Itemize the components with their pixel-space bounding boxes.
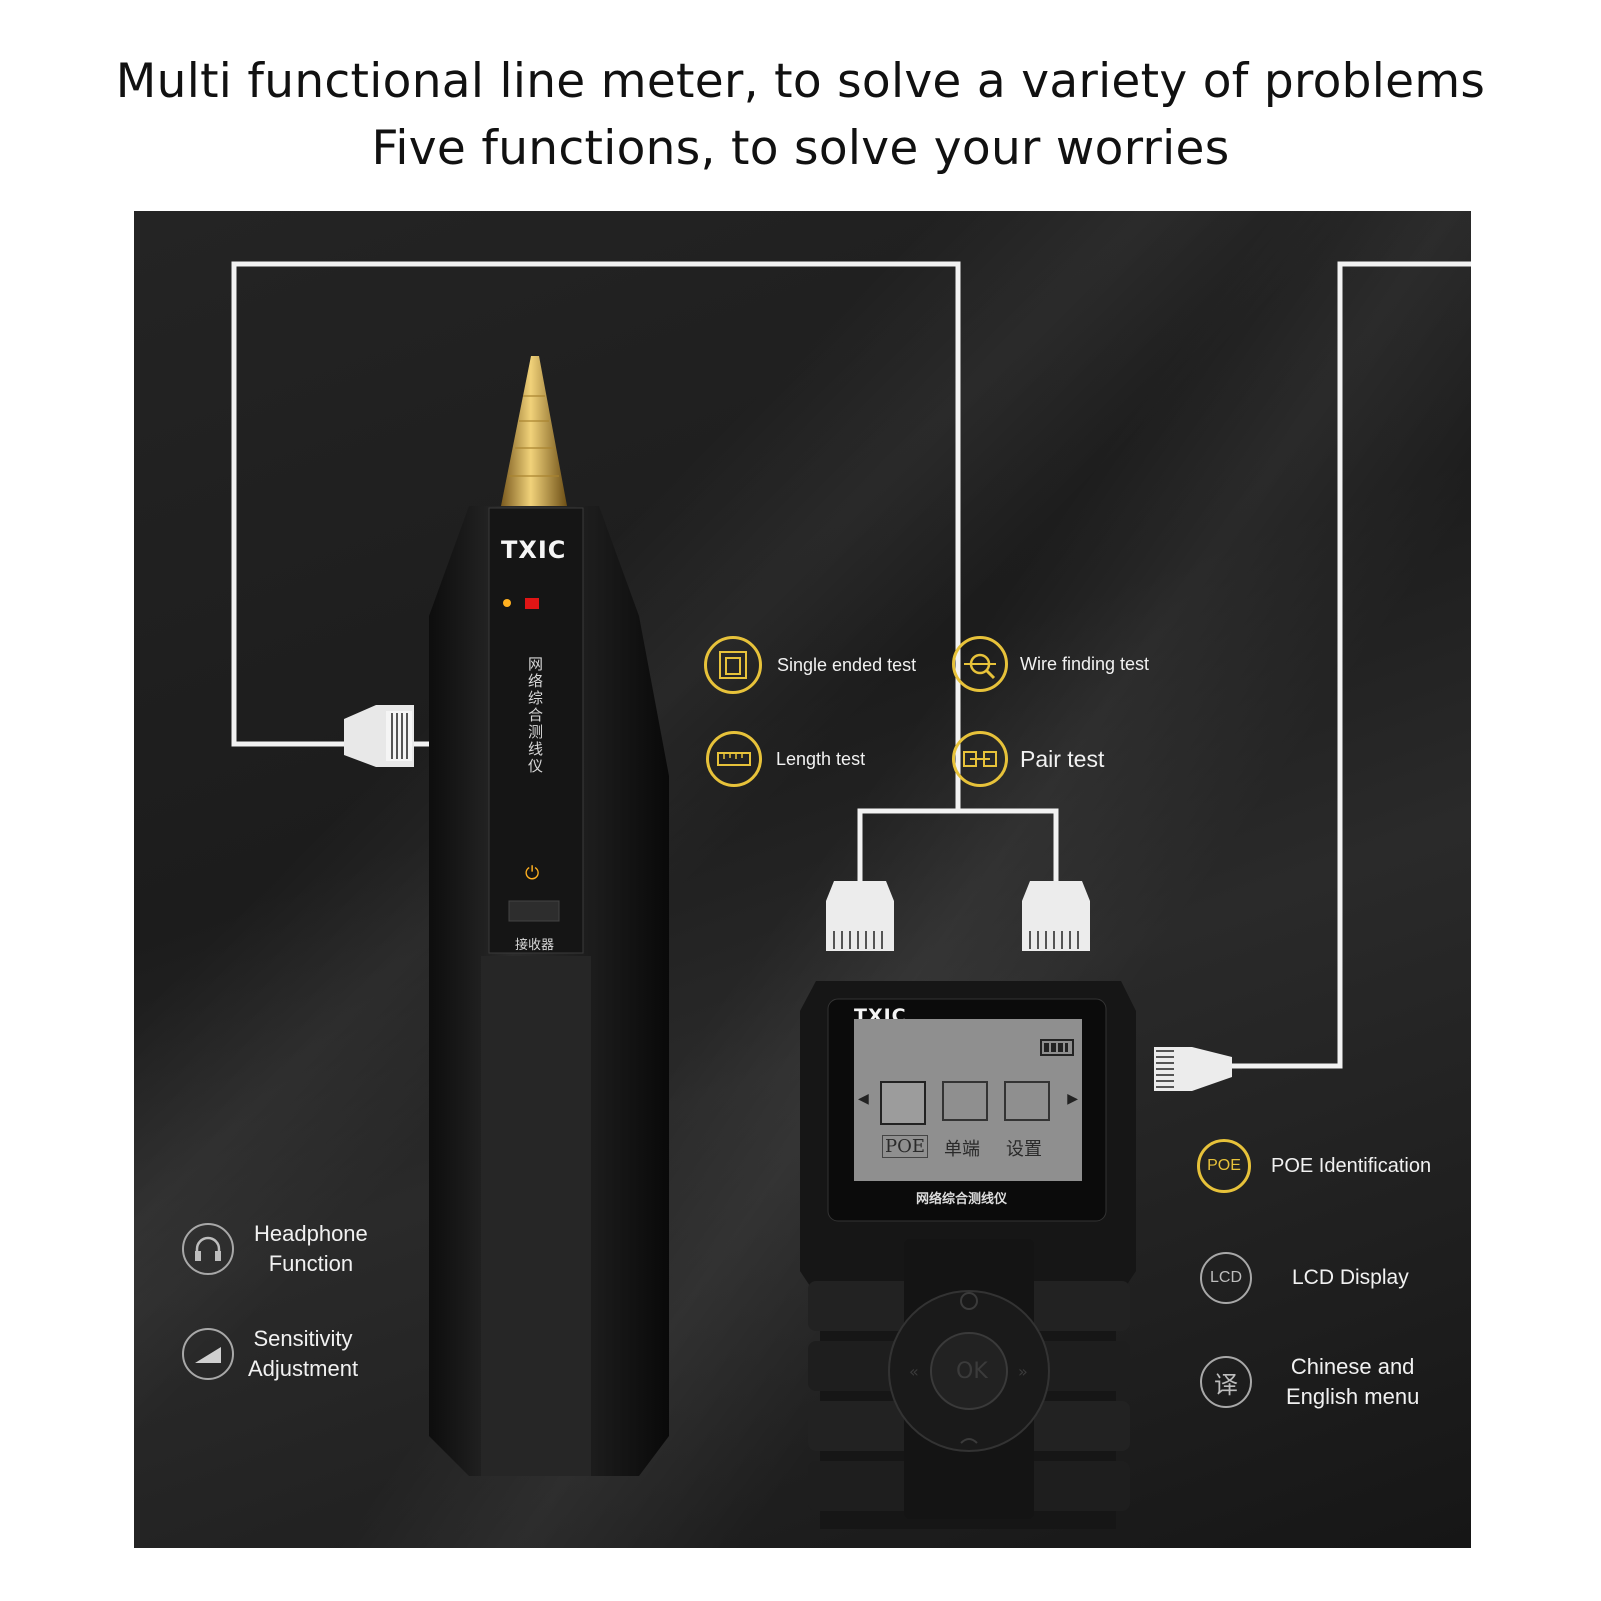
feature-label-line-1: Headphone — [254, 1221, 368, 1246]
sensitivity-icon — [182, 1328, 234, 1380]
probe-tip — [501, 356, 567, 506]
product-panel: TXIC 网络综合测线仪 ⏻ 接收器 « » TXIC ◀ ▶ — [134, 211, 1471, 1548]
feature-label-line-2: Adjustment — [248, 1356, 359, 1381]
settings-menu-icon[interactable] — [1004, 1081, 1050, 1121]
feature-label-line-1: Sensitivity — [253, 1326, 353, 1351]
right-cable — [1230, 261, 1471, 1069]
feature-lcd-display: LCD LCD Display — [1200, 1252, 1409, 1304]
feature-label-line-2: Function — [268, 1251, 354, 1276]
feature-label: Single ended test — [777, 654, 917, 675]
lcd-badge-icon: LCD — [1200, 1252, 1252, 1304]
poe-badge-icon: POE — [1197, 1139, 1251, 1193]
battery-icon — [1040, 1039, 1074, 1056]
feature-label: POE Identification — [1271, 1154, 1432, 1177]
headphone-icon — [182, 1223, 234, 1275]
single-end-menu-icon[interactable] — [942, 1081, 988, 1121]
ruler-icon — [706, 731, 762, 787]
feature-label: Pair test — [1020, 745, 1105, 772]
feature-label-line-1: Chinese and — [1290, 1354, 1415, 1379]
screen-item-single-end[interactable]: 单端 — [944, 1139, 980, 1160]
feature-label: Wire finding test — [1020, 653, 1150, 674]
svg-text:»: » — [1018, 1362, 1028, 1381]
screen-item-poe[interactable]: POE — [882, 1135, 929, 1158]
screen-item-settings[interactable]: 设置 — [1006, 1139, 1042, 1160]
screen-left-arrow-icon[interactable]: ◀ — [858, 1091, 869, 1107]
feature-chinese-english-menu: 译 Chinese and English menu — [1200, 1352, 1419, 1412]
magnifier-target-icon — [952, 636, 1008, 692]
rj45-plug-left-icon — [344, 705, 414, 767]
tester-model-text: 网络综合测线仪 — [916, 1192, 1008, 1207]
ok-button[interactable]: OK — [956, 1359, 988, 1384]
feature-label: Length test — [776, 748, 866, 769]
power-icon[interactable]: ⏻ — [525, 863, 540, 884]
rj45-plug-center-right-icon — [1022, 881, 1090, 951]
headline-line-2: Five functions, to solve your worries — [371, 121, 1230, 176]
feature-sensitivity: Sensitivity Adjustment — [182, 1324, 358, 1384]
tracer-probe: TXIC 网络综合测线仪 ⏻ 接收器 — [429, 356, 689, 1486]
left-cable — [231, 261, 961, 811]
feature-pair-test: Pair test — [952, 731, 1104, 787]
pair-link-icon — [952, 731, 1008, 787]
cable-tester-unit: « » TXIC ◀ ▶ POE 单端 设置 网络综合测线仪 OK — [796, 981, 1141, 1531]
feature-wire-finding-test: Wire finding test — [952, 636, 1149, 692]
rj45-plug-center-left-icon — [826, 881, 894, 951]
tracer-receiver-label: 接收器 — [515, 938, 555, 953]
rj45-port-icon — [704, 636, 762, 694]
tracer-brand-logo: TXIC — [501, 536, 567, 564]
feature-label: LCD Display — [1292, 1266, 1409, 1289]
svg-text:«: « — [909, 1362, 919, 1381]
rj45-plug-right-icon — [1154, 1047, 1232, 1091]
poe-menu-icon[interactable] — [880, 1081, 926, 1125]
tracer-model-text: 网络综合测线仪 — [526, 656, 544, 775]
feature-poe-identification: POE POE Identification — [1197, 1139, 1431, 1193]
feature-headphone: Headphone Function — [182, 1219, 368, 1279]
headline-line-1: Multi functional line meter, to solve a … — [115, 54, 1486, 109]
cable-lines — [231, 261, 1471, 1091]
feature-length-test: Length test — [706, 731, 865, 787]
feature-single-ended-test: Single ended test — [704, 636, 916, 694]
screen-right-arrow-icon[interactable]: ▶ — [1067, 1091, 1078, 1107]
top-cable — [857, 808, 1059, 881]
translate-icon: 译 — [1200, 1356, 1252, 1408]
lcd-screen: ◀ ▶ POE 单端 设置 — [854, 1019, 1082, 1181]
feature-label-line-2: English menu — [1286, 1384, 1420, 1409]
